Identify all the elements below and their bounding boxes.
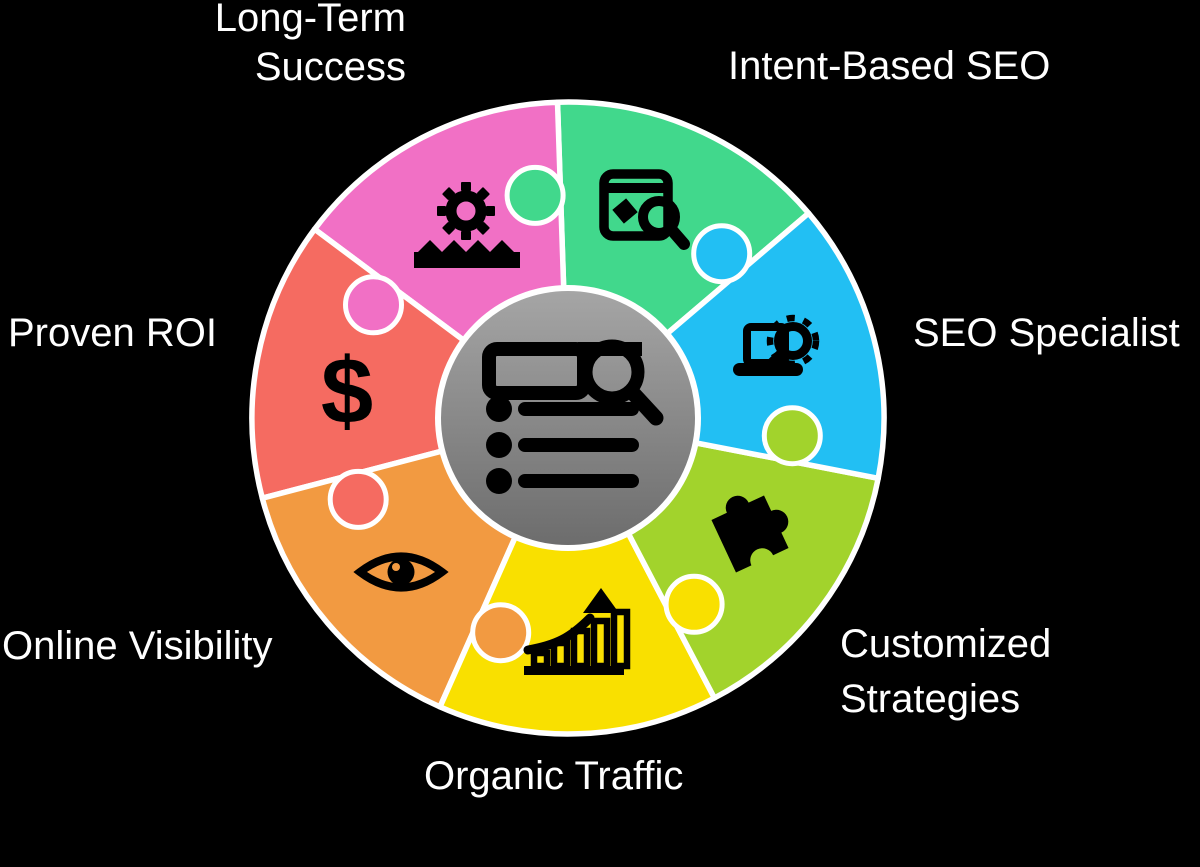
- label-long-term-success: Long-Term Success: [215, 0, 406, 92]
- dollar-icon: $: [321, 338, 373, 443]
- label-line: Long-Term: [214, 0, 406, 40]
- label-line: Success: [254, 45, 406, 89]
- puzzle-knob-cyan: [691, 223, 753, 285]
- label-line: Intent-Based SEO: [728, 44, 1051, 88]
- puzzle-knob-red: [327, 468, 389, 530]
- laptop-search-icon: [733, 314, 820, 376]
- search-list-icon: [482, 339, 664, 494]
- label-line: Online Visibility: [2, 624, 273, 668]
- growth-chart-icon: [523, 588, 631, 675]
- label-organic-traffic: Organic Traffic: [424, 752, 683, 801]
- gear-rack-icon: [414, 182, 520, 268]
- label-line: SEO Specialist: [913, 311, 1180, 355]
- puzzle-knob-yellow: [663, 573, 725, 635]
- puzzle-knob-orange: [470, 602, 532, 664]
- label-online-visibility: Online Visibility: [2, 622, 273, 671]
- label-line: Organic Traffic: [424, 754, 684, 798]
- svg-text:$: $: [321, 338, 373, 443]
- label-customized-strategies: Customized Strategies: [840, 617, 1051, 727]
- label-line: Proven ROI: [8, 311, 217, 355]
- puzzle-knob-pink: [343, 274, 404, 336]
- label-intent-based-seo: Intent-Based SEO: [728, 42, 1050, 91]
- puzzle-piece-icon: [711, 495, 789, 573]
- label-line: Strategies: [840, 677, 1021, 721]
- label-line: Customized: [840, 622, 1052, 666]
- eye-icon: [353, 552, 449, 592]
- puzzle-knob-green: [504, 164, 566, 226]
- browser-search-icon: [599, 169, 690, 250]
- label-proven-roi: Proven ROI: [8, 309, 217, 358]
- label-seo-specialist: SEO Specialist: [913, 309, 1180, 358]
- puzzle-knob-lime: [761, 405, 823, 467]
